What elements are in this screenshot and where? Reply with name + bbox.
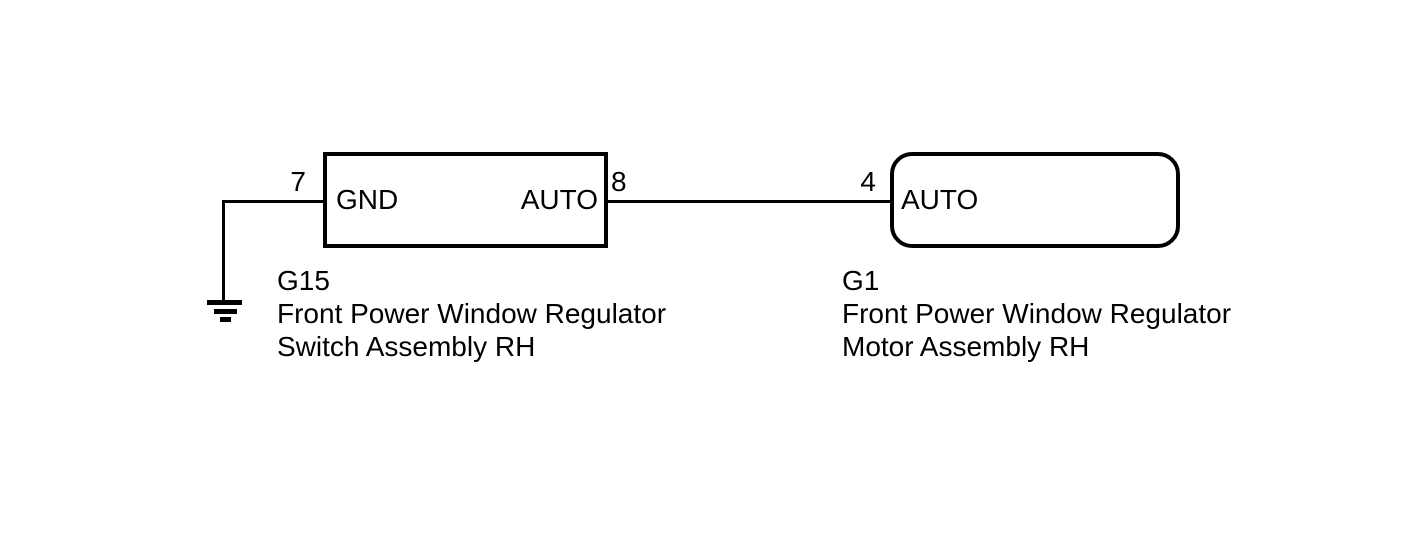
motor-pin-auto-label: AUTO — [901, 184, 979, 215]
switch-component-box: GND AUTO — [323, 152, 608, 248]
switch-caption-line2: Switch Assembly RH — [277, 331, 536, 362]
earth-ground-icon — [207, 300, 242, 322]
wire-switch-to-motor — [604, 200, 892, 203]
motor-caption-line2: Motor Assembly RH — [842, 331, 1090, 362]
switch-pin-gnd-label: GND — [336, 184, 399, 215]
motor-component-box: AUTO — [890, 152, 1180, 248]
motor-pin-number-4: 4 — [860, 166, 876, 197]
motor-component-caption: G1 Front Power Window Regulator Motor As… — [842, 264, 1231, 363]
switch-caption-line1: Front Power Window Regulator — [277, 298, 667, 329]
switch-pin-auto-label: AUTO — [520, 184, 598, 215]
ground-bar-bottom — [220, 317, 231, 322]
motor-code: G1 — [842, 265, 880, 296]
ground-bar-middle — [214, 309, 237, 314]
wire-ground-to-switch — [222, 200, 326, 203]
switch-pin-number-8: 8 — [611, 166, 627, 197]
motor-caption-line1: Front Power Window Regulator — [842, 298, 1232, 329]
ground-bar-top — [207, 300, 242, 305]
switch-component-caption: G15 Front Power Window Regulator Switch … — [277, 264, 666, 363]
switch-code: G15 — [277, 265, 330, 296]
switch-pin-number-7: 7 — [290, 166, 306, 197]
wire-ground-vertical — [222, 200, 225, 303]
